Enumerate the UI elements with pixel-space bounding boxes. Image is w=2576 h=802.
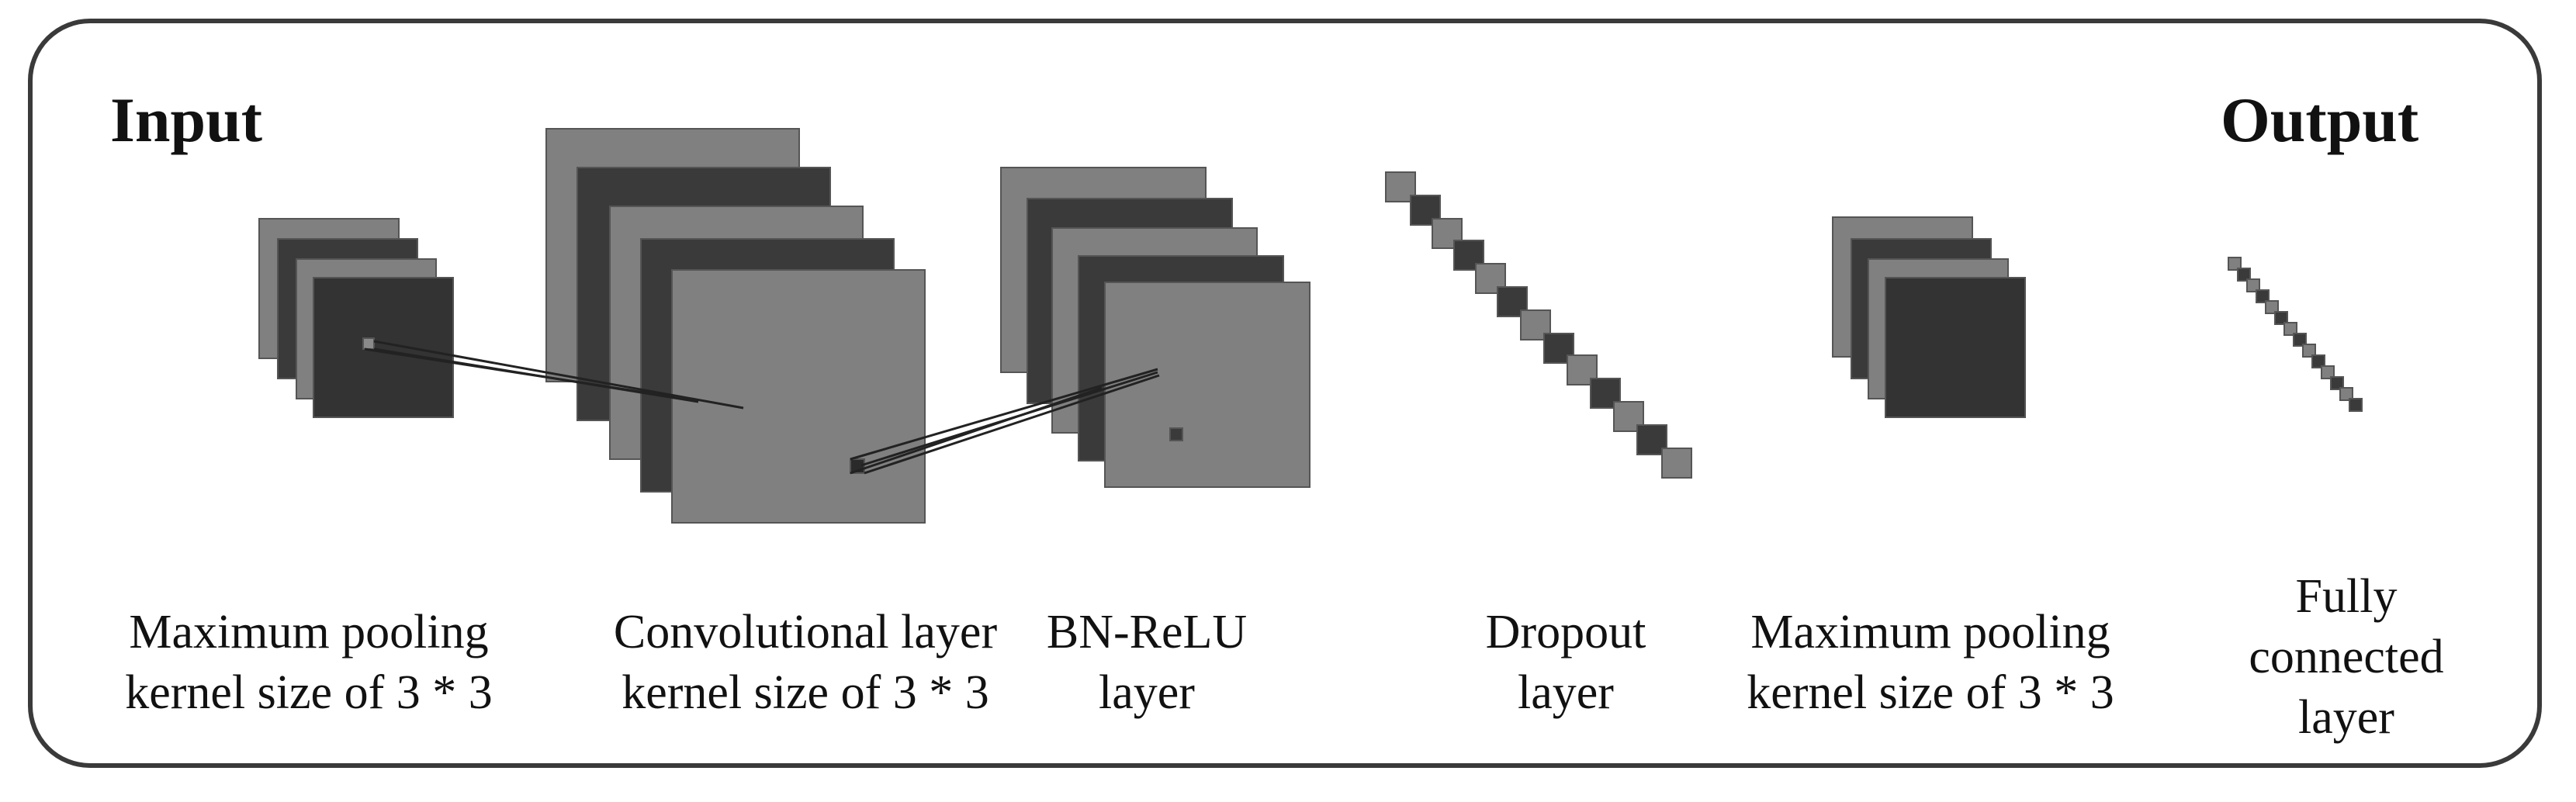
fc-neuron [2339,387,2353,401]
pool1-feature-maps [258,218,454,418]
pool1-caption: Maximum pooling kernel size of 3 * 3 [68,602,549,723]
pool-to-conv-line-3 [364,347,676,399]
fc-caption-line2: connected [2249,631,2444,683]
dropout-caption-line2: layer [1518,666,1614,719]
conv-map-5 [671,269,926,524]
conv-to-bn-line-1 [850,368,1158,461]
fc-neuron [2293,333,2307,347]
pool2-caption-line1: Maximum pooling [1750,606,2110,659]
fc-caption-line1: Fully [2295,570,2398,623]
conv-to-bn-line-4 [850,386,1103,475]
conv-caption: Convolutional layer kernel size of 3 * 3 [565,602,1046,723]
pool2-feature-maps [1832,216,2026,418]
fc-neuron [2311,354,2325,368]
fc-neuron [2302,344,2316,358]
dropout-neuron [1432,218,1463,249]
fc-neuron [2246,278,2260,292]
fc-neuron [2237,268,2251,282]
bnrelu-caption-line1: BN-ReLU [1046,606,1248,659]
dropout-neurons [1385,171,1692,479]
conv-caption-line2: kernel size of 3 * 3 [621,666,989,719]
input-heading: Input [110,85,263,155]
fc-neuron [2349,398,2363,412]
pool2-caption-line2: kernel size of 3 * 3 [1747,666,2114,719]
dropout-neuron [1567,354,1598,385]
pool2-map-4 [1885,277,2026,418]
output-heading: Output [2221,85,2419,155]
fc-caption-line3: layer [2298,691,2394,744]
fc-neuron [2256,289,2270,303]
pool1-caption-line2: kernel size of 3 * 3 [125,666,493,719]
fc-neuron [2274,311,2288,325]
dropout-neuron [1453,240,1484,271]
conv-feature-maps [545,128,926,524]
bnrelu-feature-maps [1000,167,1311,488]
pool1-caption-line1: Maximum pooling [129,606,489,659]
fc-neurons [2228,257,2363,412]
dropout-neuron [1543,333,1574,364]
bnrelu-caption-line2: layer [1099,666,1195,719]
pool-to-conv-line-1 [373,340,744,410]
conv-to-bn-line-3 [864,374,1160,475]
bnrelu-kernel [1169,427,1183,441]
fc-neuron [2283,322,2297,336]
pool1-kernel [362,337,375,350]
diagram-frame [28,19,2542,768]
fc-neuron [2265,300,2279,314]
bnrelu-caption: BN-ReLU layer [992,602,1302,723]
fc-neuron [2321,365,2335,379]
fc-caption: Fully connected layer [2191,566,2502,748]
connection-lines [364,340,1160,475]
dropout-caption-line1: Dropout [1485,606,1646,659]
fc-neuron [2228,257,2242,271]
pool2-caption: Maximum pooling kernel size of 3 * 3 [1690,602,2171,723]
dropout-neuron [1661,448,1692,479]
dropout-caption: Dropout layer [1411,602,1721,723]
fc-neuron [2330,376,2344,390]
bnrelu-map-5 [1104,282,1311,488]
conv-caption-line1: Convolutional layer [613,606,998,659]
pool1-map-4 [313,277,454,418]
